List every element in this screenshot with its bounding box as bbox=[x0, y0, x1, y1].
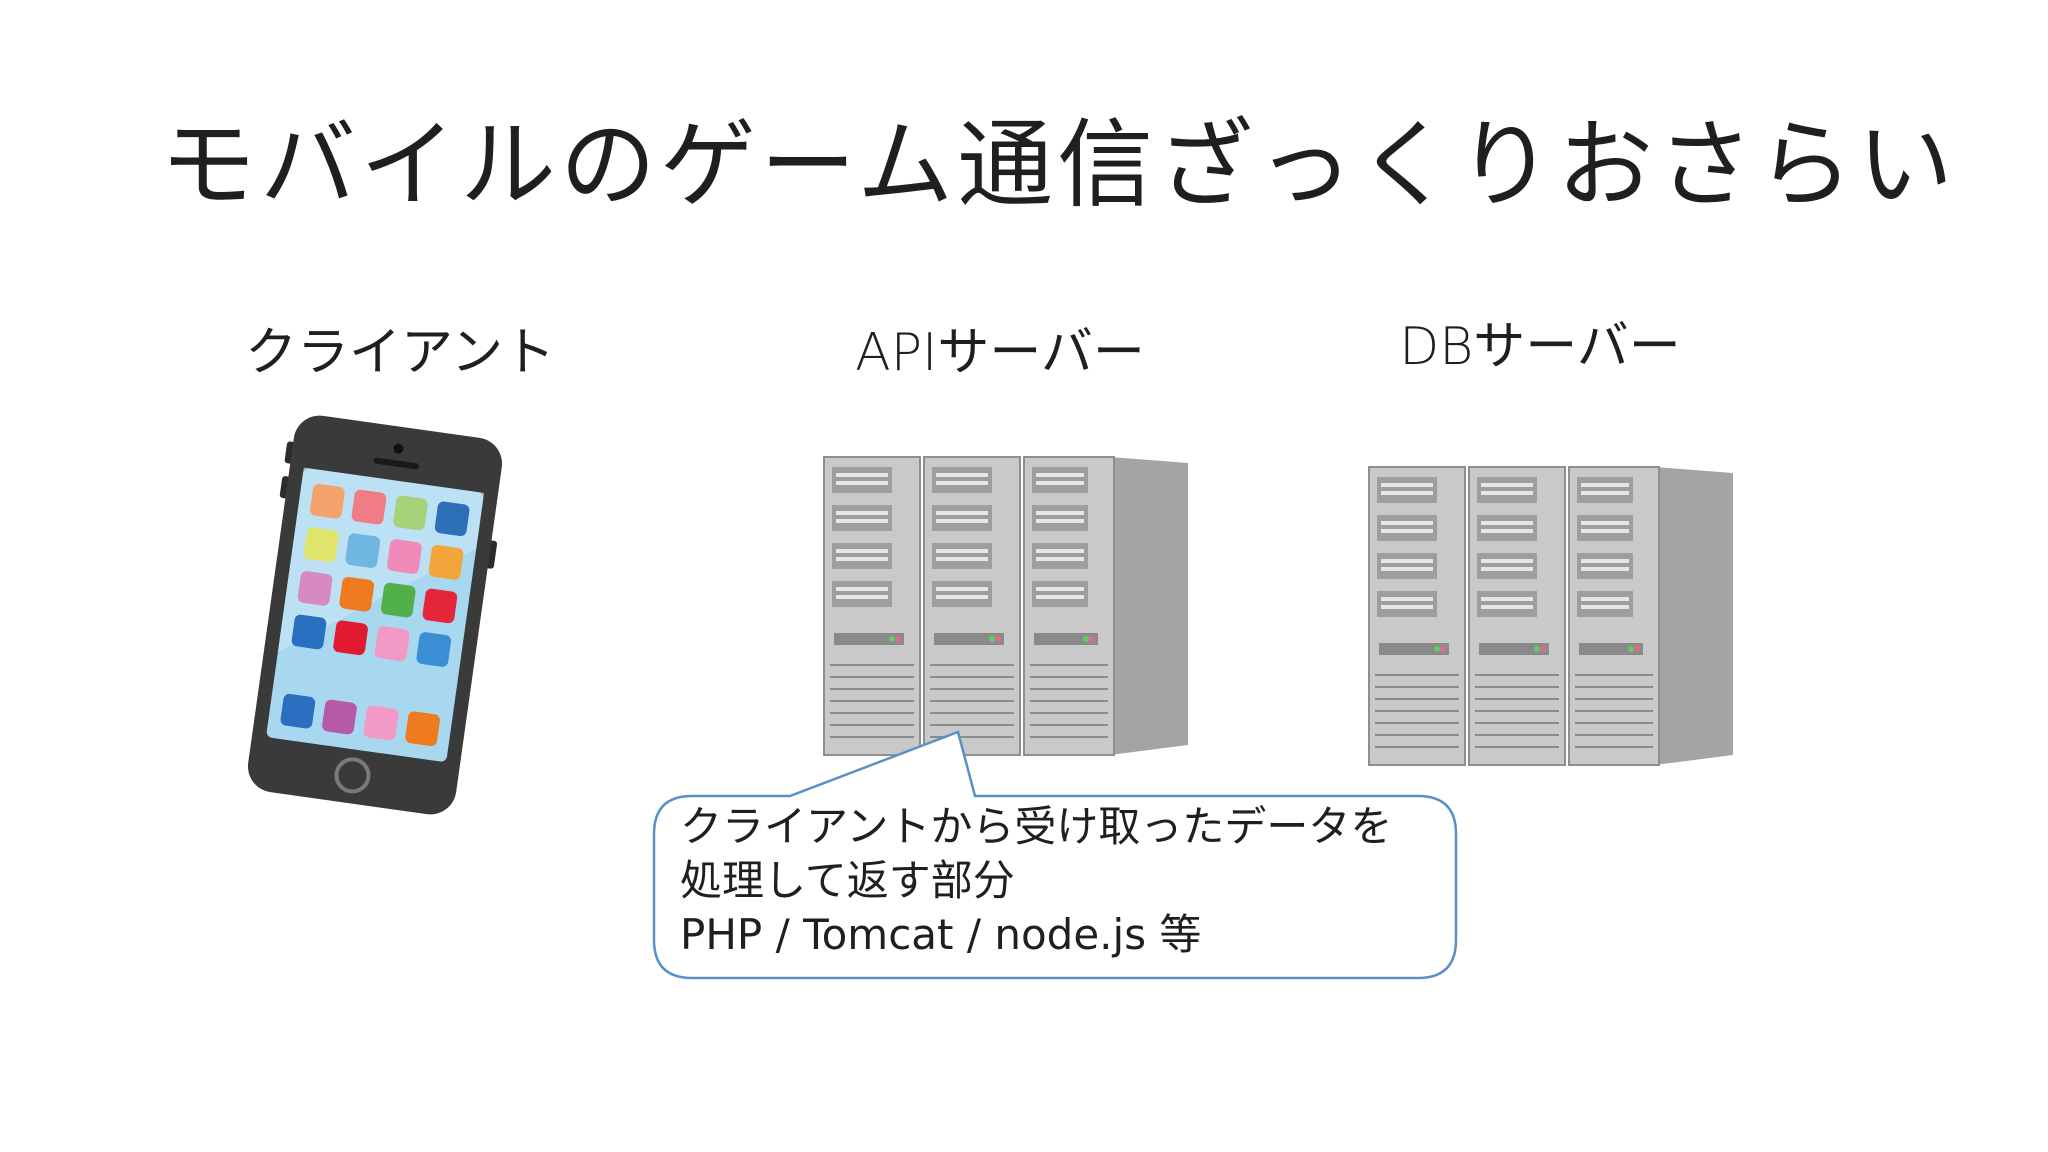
slide-title: モバイルのゲーム通信ざっくりおさらい bbox=[160, 109, 1958, 221]
db-server-label: DBサーバー bbox=[1399, 317, 1681, 377]
callout-line: クライアントから受け取ったデータを bbox=[680, 802, 1393, 851]
server-rack-icon bbox=[1368, 466, 1733, 766]
smartphone-icon bbox=[247, 415, 503, 815]
client-label: クライアント bbox=[245, 323, 555, 383]
callout-line: 処理して返す部分 bbox=[680, 856, 1015, 905]
server-rack-icon bbox=[823, 456, 1188, 756]
api-server-label: APIサーバー bbox=[855, 323, 1145, 383]
callout-line: PHP / Tomcat / node.js 等 bbox=[680, 910, 1202, 959]
callout-text: クライアントから受け取ったデータを 処理して返す部分 PHP / Tomcat … bbox=[680, 800, 1440, 962]
callout-balloon bbox=[652, 730, 1458, 980]
